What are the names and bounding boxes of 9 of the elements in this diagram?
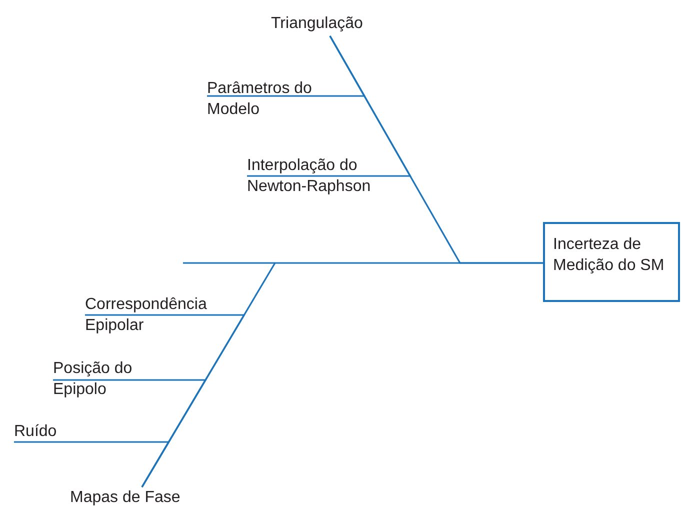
cause-label: Ruído — [14, 421, 74, 442]
cause-label: Posição do Epipolo — [53, 358, 163, 401]
effect-box: Incerteza de Medição do SM — [543, 222, 680, 302]
cause-label: Parâmetros do Modelo — [207, 78, 347, 121]
cause-label: Interpolação do Newton-Raphson — [247, 155, 407, 198]
cause-label: Triangulação — [271, 13, 381, 36]
cause-label: Mapas de Fase — [70, 487, 210, 507]
bone-line — [141, 262, 543, 488]
cause-label: Correspondência Epipolar — [85, 294, 245, 337]
